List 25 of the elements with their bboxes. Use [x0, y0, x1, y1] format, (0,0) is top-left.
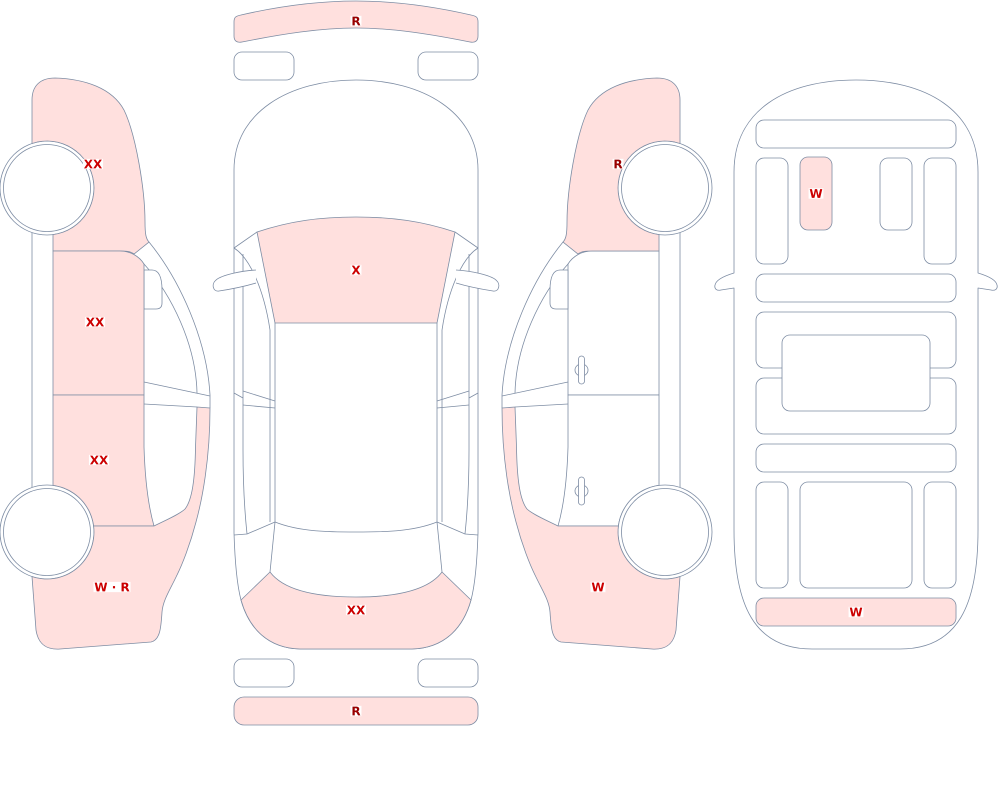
rounded-box — [234, 52, 294, 80]
part-box: W — [800, 156, 832, 230]
bumper-panel: R — [234, 696, 478, 726]
windshield-panel: X — [256, 216, 456, 324]
quarter-panel: W — [502, 406, 680, 650]
rounded-box — [800, 482, 912, 588]
rounded-box — [756, 482, 788, 588]
bumper-panel: R — [234, 0, 478, 43]
rounded-box — [880, 158, 912, 230]
rounded-box — [756, 274, 956, 302]
rounded-box — [756, 120, 956, 148]
rounded-box — [756, 158, 788, 264]
door-panel: XX — [52, 394, 154, 526]
tailgate-panel: XX — [240, 572, 472, 650]
rounded-box — [418, 658, 478, 688]
rounded-box — [234, 658, 294, 688]
rounded-box — [924, 158, 956, 264]
rounded-box — [782, 334, 930, 412]
rounded-box — [924, 482, 956, 588]
fender-panel: R — [562, 78, 680, 254]
door-panel: XX — [52, 250, 144, 396]
part-box: W — [756, 598, 956, 626]
rounded-box — [418, 52, 478, 80]
rounded-box — [756, 444, 956, 472]
fender-panel: XX — [32, 78, 150, 254]
